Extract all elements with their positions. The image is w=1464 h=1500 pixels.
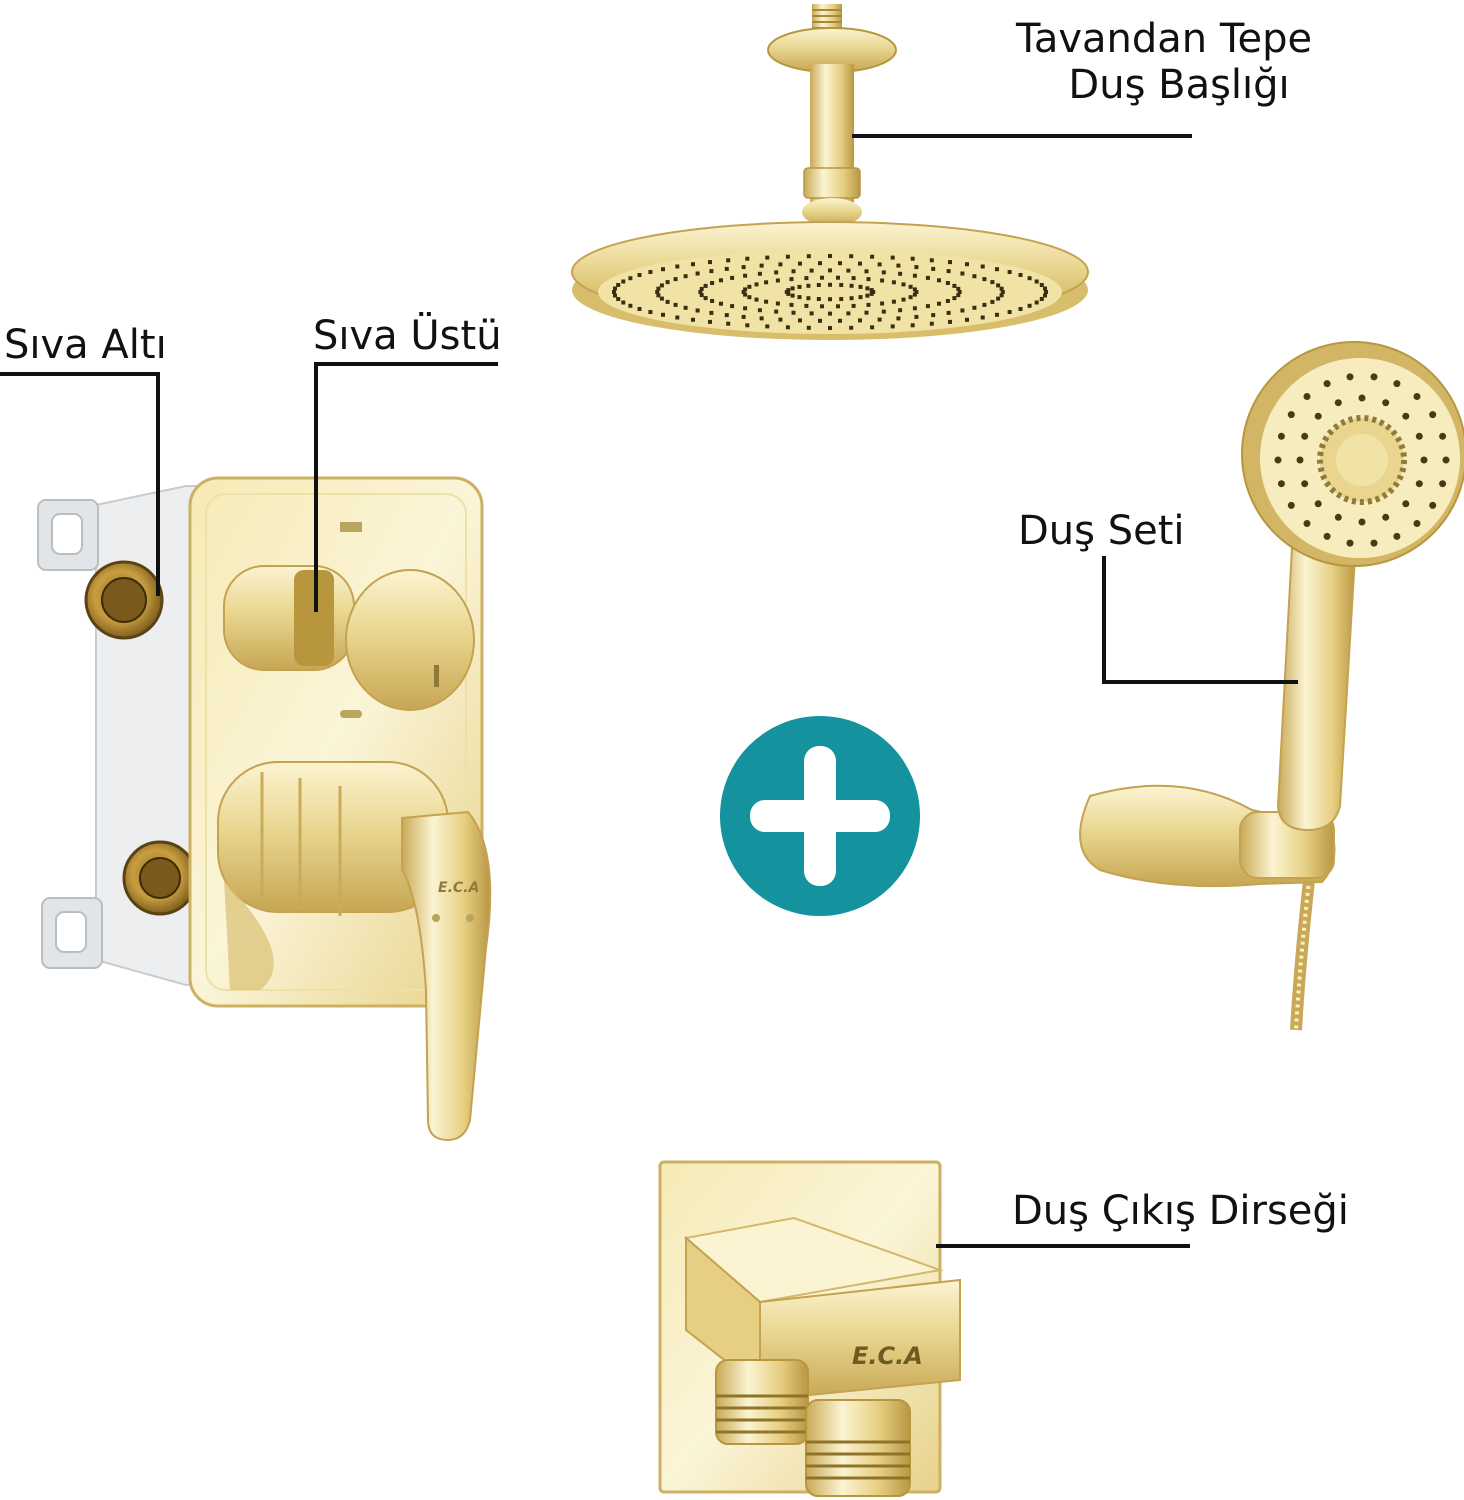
plus-circle-icon bbox=[720, 716, 920, 916]
hand-shower-nozzles bbox=[1274, 373, 1450, 547]
label-siva-ustu: Sıva Üstü bbox=[313, 313, 502, 359]
ceiling-arm-joint bbox=[803, 167, 861, 199]
label-siva-alti: Sıva Altı bbox=[4, 322, 167, 368]
diverter-body bbox=[223, 565, 355, 671]
rain-head-nozzles bbox=[612, 254, 1048, 330]
leader-dus-seti bbox=[1102, 556, 1298, 684]
concealed-mixer: E.C.A bbox=[37, 476, 492, 1142]
mixer-shadow bbox=[224, 880, 274, 990]
brass-inlet-top-hole bbox=[101, 577, 147, 623]
label-shower-outlet-elbow: Duş Çıkış Dirseği bbox=[1012, 1188, 1349, 1234]
shower-outlet-elbow: E.C.A bbox=[658, 1160, 961, 1497]
shower-hose-texture bbox=[1294, 871, 1312, 1031]
mixer-rings bbox=[260, 772, 342, 916]
diverter-knob bbox=[345, 569, 475, 711]
ceiling-shower-head bbox=[571, 4, 1089, 340]
cold-symbol bbox=[466, 914, 474, 922]
label-ceiling-line2: Duş Başlığı bbox=[1068, 62, 1290, 108]
mixer-lever bbox=[401, 810, 492, 1142]
hand-shower-head-center bbox=[1336, 434, 1388, 486]
housing-mount-top-slot bbox=[51, 513, 83, 555]
housing-mount-bottom-slot bbox=[55, 911, 87, 953]
label-dus-seti: Duş Seti bbox=[1018, 508, 1185, 554]
elbow-outlet-left bbox=[715, 1359, 809, 1445]
elbow-brand-mark: E.C.A bbox=[852, 1342, 923, 1370]
ceiling-ball-joint bbox=[802, 198, 862, 226]
shower-symbol-middle bbox=[340, 710, 362, 718]
elbow-outlet-left-threads bbox=[716, 1394, 808, 1434]
leader-siva-ustu bbox=[314, 362, 498, 612]
leader-siva-alti bbox=[0, 372, 160, 596]
shower-symbol-top bbox=[340, 522, 362, 532]
label-ceiling-line1: Tavandan Tepe bbox=[1016, 16, 1313, 62]
rain-head-face bbox=[598, 250, 1062, 334]
elbow-outlet-right bbox=[805, 1399, 911, 1497]
diverter-knob-mark bbox=[434, 665, 439, 687]
mixer-cover-plate-inner bbox=[205, 493, 467, 991]
elbow-outlet-right-threads bbox=[806, 1440, 910, 1480]
hand-shower-set bbox=[1079, 341, 1464, 1031]
shower-handle bbox=[1276, 538, 1358, 832]
hot-symbol bbox=[432, 914, 440, 922]
label-ceiling-shower-head: Tavandan Tepe Duş Başlığı bbox=[1016, 16, 1312, 108]
diverter-stem bbox=[294, 570, 334, 666]
brass-inlet-bottom-hole bbox=[139, 857, 181, 899]
mixer-brand-mark: E.C.A bbox=[438, 880, 479, 896]
